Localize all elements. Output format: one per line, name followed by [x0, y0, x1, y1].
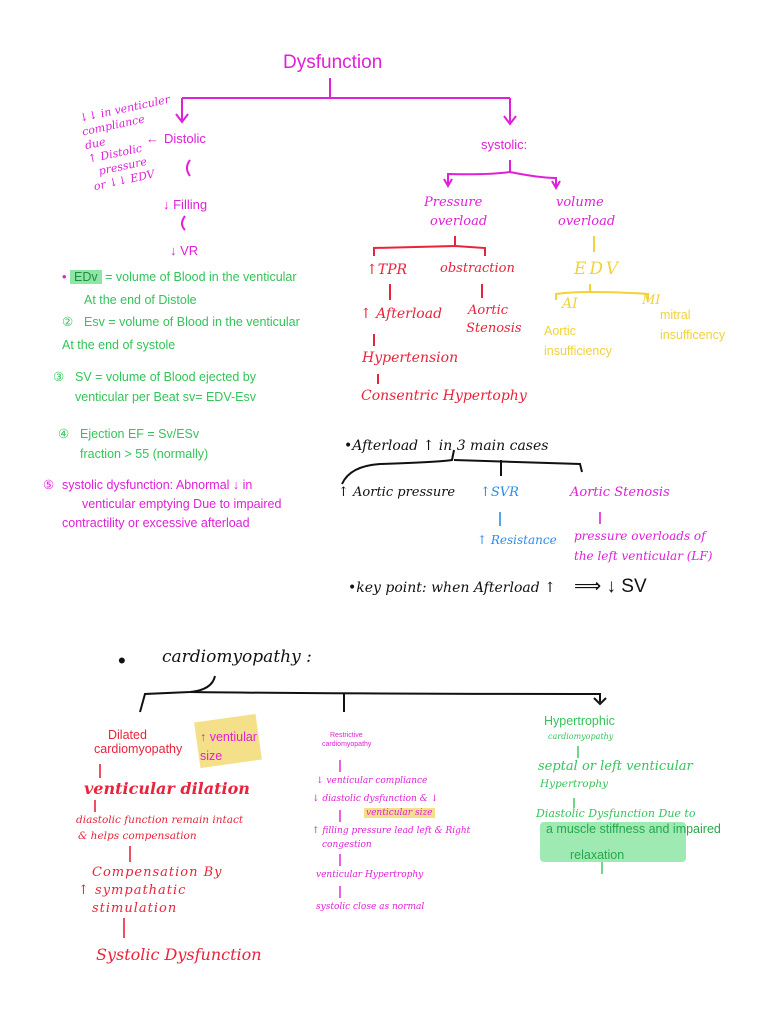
ef-line1: Ejection EF = Sv/ESv — [80, 427, 200, 441]
highlight-line2: size — [200, 749, 223, 763]
restrictive-item-highlighted: venticular size — [364, 808, 435, 819]
concentric-hypertrophy: Consentric Hypertophy — [361, 388, 527, 404]
sv-line2: venticular per Beat sv= EDV-Esv — [75, 390, 256, 404]
dilated-note-line1: diastolic function remain intact — [76, 814, 244, 826]
ai-node: AI — [562, 296, 578, 312]
restrictive-item: venticular Hypertrophy — [316, 870, 424, 880]
edv-abbr: EDv — [70, 270, 102, 284]
edv-line2: At the end of Distole — [84, 293, 197, 307]
restrictive-item: ↓ venticular compliance — [316, 776, 428, 786]
cause3-sub-line1: pressure overloads of — [574, 529, 706, 543]
aortic-insufficiency-line2: insufficiency — [544, 344, 612, 358]
volume-overload-line1: volume — [556, 195, 604, 210]
edv-bullet: • — [62, 269, 67, 284]
restrictive-item: systolic close as normal — [316, 902, 425, 912]
cause-aortic-stenosis: Aortic Stenosis — [570, 485, 670, 500]
key-result: ⟹ ↓ SV — [574, 576, 647, 597]
restrictive-item: ↓ diastolic dysfunction & ↓ — [312, 794, 439, 804]
esv-num: ② — [62, 315, 74, 329]
cardiomyopathy-bullet: • — [118, 648, 126, 673]
dilated-label-line1: Dilated — [108, 728, 147, 742]
sd-line2: venticular emptying Due to impaired — [82, 497, 282, 511]
dilated-note-line2: & helps compensation — [78, 830, 197, 842]
cause3-sub-line2: the left venticular (LF) — [574, 549, 713, 563]
hypertrophic-line: septal or left venticular — [538, 759, 693, 774]
ef-line2: fraction > 55 (normally) — [80, 447, 209, 461]
edv-node: EDV — [574, 259, 622, 279]
sd-num: ⑤ — [43, 478, 55, 492]
pressure-overload-line1: Pressure — [424, 195, 483, 210]
hypertension: Hypertension — [362, 350, 459, 366]
comp-line1: Compensation By — [92, 865, 223, 880]
sd-line1: systolic dysfunction: Abnormal ↓ in — [62, 478, 253, 492]
sd-line3: contractility or excessive afterload — [62, 516, 250, 530]
aortic-insufficiency-line1: Aortic — [544, 324, 576, 338]
systolic-label: systolic: — [481, 137, 528, 152]
hypertrophic-label: Hypertrophic — [544, 714, 615, 728]
hypertrophic-line: a muscle stiffness and impaired — [546, 822, 721, 836]
edv-rest: = volume of Blood in the venticular — [105, 270, 297, 284]
sv-line1: SV = volume of Blood ejected by — [75, 370, 257, 384]
mi-node: MI — [642, 293, 661, 308]
hypertrophic-highlight — [540, 822, 686, 862]
aortic-stenosis-line1: Aortic — [468, 303, 509, 318]
obstruction: obstraction — [440, 261, 515, 276]
vr-step: ↓ VR — [170, 243, 199, 258]
cause-resistance: ↑ Resistance — [477, 533, 557, 547]
restrictive-label-line1: Restrictive — [330, 732, 363, 739]
aortic-stenosis-line2: Stenosis — [466, 321, 522, 336]
esv-line1: Esv = volume of Blood in the venticular — [84, 315, 300, 329]
pressure-overload-line2: overload — [430, 214, 488, 229]
ventricular-dilation: venticular dilation — [84, 779, 250, 798]
hypertrophic-sub: cardiomyopathy — [548, 732, 614, 741]
afterload-heading: •Afterload ↑ in 3 main cases — [344, 438, 549, 454]
restrictive-item: ↑ filling pressure lead left & Right — [312, 826, 471, 836]
hypertrophic-line: relaxation — [570, 848, 625, 862]
dilated-result: Systolic Dysfunction — [96, 945, 262, 964]
diastolic-label: Distolic — [164, 131, 206, 146]
dilated-label-line2: cardiomyopathy — [94, 742, 183, 756]
filling-step: ↓ Filling — [163, 197, 208, 212]
cause-aortic-pressure: ↑ Aortic pressure — [338, 485, 456, 500]
ef-num: ④ — [58, 427, 70, 441]
mitral-insufficiency-line1: mitral — [660, 308, 691, 322]
esv-line2: At the end of systole — [62, 338, 176, 352]
restrictive-label-line2: cardiomyopathy — [322, 741, 372, 748]
restrictive-item: congestion — [322, 840, 372, 850]
hypertrophic-line: Hypertrophy — [540, 778, 609, 790]
comp-line3: stimulation — [92, 901, 178, 916]
afterload: ↑ Afterload — [360, 306, 443, 322]
sv-num: ③ — [53, 370, 65, 384]
key-point: •key point: when Afterload ↑ — [348, 580, 556, 596]
highlight-line1: ↑ ventiular — [200, 730, 257, 744]
cause-svr: ↑SVR — [480, 485, 519, 500]
diastolic-arrow: ← — [146, 131, 159, 146]
volume-overload-line2: overload — [558, 214, 616, 229]
comp-line2: ↑ sympathatic — [78, 883, 187, 898]
hypertrophic-line: Diastolic Dysfunction Due to — [536, 807, 696, 820]
ttpr: ↑TPR — [366, 262, 408, 278]
edv-definition: EDv = volume of Blood in the venticular — [70, 270, 297, 284]
page-title: Dysfunction — [283, 52, 383, 73]
cardiomyopathy-heading: cardiomyopathy : — [162, 647, 312, 667]
mitral-insufficiency-line2: insufficency — [660, 328, 726, 342]
